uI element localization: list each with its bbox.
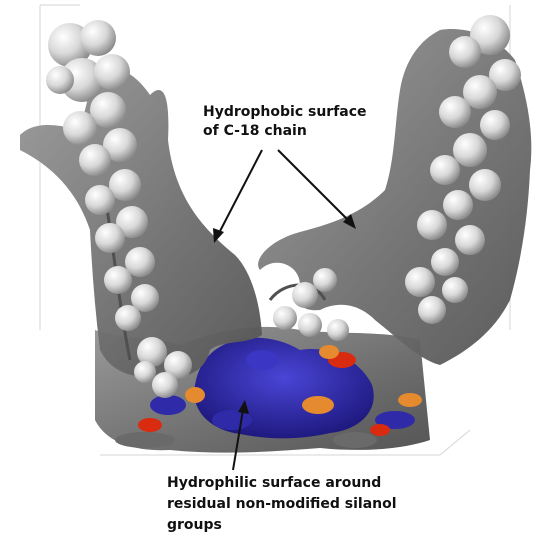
arrow-to-right-surface (278, 150, 350, 222)
hydrophobic-label-line-2: of C-18 chain (203, 122, 367, 141)
hydrophobic-label-line-1: Hydrophobic surface (203, 103, 367, 122)
hydrophilic-label-line-3: groups (167, 515, 397, 536)
hydrophilic-surface-label: Hydrophilic surface around residual non-… (167, 473, 397, 536)
arrow-to-left-surface (218, 150, 262, 235)
hydrophilic-label-line-1: Hydrophilic surface around (167, 473, 397, 494)
hydrophobic-surface-label: Hydrophobic surface of C-18 chain (203, 103, 367, 141)
hydrophilic-label-line-2: residual non-modified silanol (167, 494, 397, 515)
